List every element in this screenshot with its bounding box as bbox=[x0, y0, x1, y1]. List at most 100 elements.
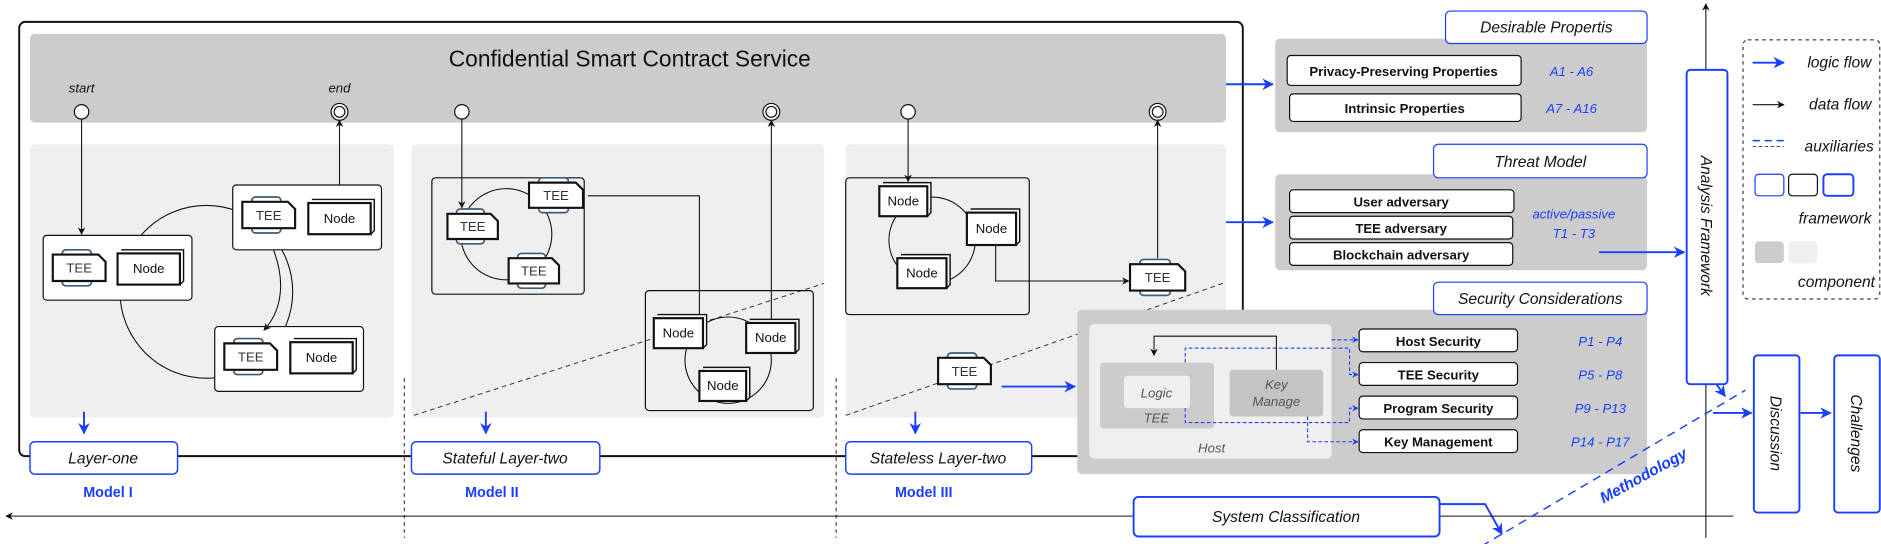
legend-framework: framework bbox=[1799, 210, 1873, 227]
node-icon: Node bbox=[289, 337, 358, 375]
node-icon: Node bbox=[965, 208, 1021, 247]
security-range: P5 - P8 bbox=[1578, 367, 1623, 382]
end-label: end bbox=[328, 81, 351, 96]
challenges-box bbox=[1833, 354, 1881, 514]
security-label: Key Management bbox=[1384, 435, 1493, 450]
discussion-label: Discussion bbox=[1767, 396, 1784, 471]
auxiliary-arrow bbox=[1307, 416, 1359, 445]
node-icon: Node bbox=[307, 198, 376, 236]
ring-arrow bbox=[263, 249, 282, 331]
logic-label: Logic bbox=[1141, 385, 1173, 400]
auxiliary-arrow bbox=[1184, 404, 1359, 424]
component-swatch bbox=[1755, 241, 1784, 264]
analysis-framework-box bbox=[1685, 68, 1729, 386]
svg-text:Node: Node bbox=[888, 193, 920, 208]
methodology-line bbox=[1483, 389, 1746, 544]
svg-text:TEE: TEE bbox=[952, 364, 978, 379]
node-icon: Node bbox=[116, 249, 185, 286]
threat-range: T1 - T3 bbox=[1553, 226, 1596, 241]
svg-text:Node: Node bbox=[906, 265, 938, 280]
model-label: Model III bbox=[895, 485, 953, 501]
tee-icon: TEE bbox=[527, 176, 585, 214]
node-icon: Node bbox=[896, 253, 951, 290]
tee-icon: TEE bbox=[51, 248, 107, 287]
security-title: Security Considerations bbox=[1458, 291, 1623, 308]
tee-icon: TEE bbox=[223, 337, 279, 376]
node-ring bbox=[684, 316, 772, 404]
logic-box bbox=[1124, 375, 1191, 409]
host-label: Host bbox=[1198, 441, 1226, 456]
svg-text:TEE: TEE bbox=[256, 208, 282, 223]
svg-text:TEE: TEE bbox=[460, 219, 486, 234]
svg-text:Node: Node bbox=[755, 330, 787, 345]
security-item bbox=[1358, 361, 1519, 386]
discussion-box bbox=[1752, 354, 1801, 514]
data-flow-arrow bbox=[995, 245, 1130, 285]
adversary-label: User adversary bbox=[1353, 195, 1449, 210]
tee-cluster bbox=[431, 177, 585, 295]
auxiliary-arrow bbox=[1184, 347, 1359, 378]
svg-text:Node: Node bbox=[976, 221, 1008, 236]
stateful-layer-box bbox=[410, 441, 601, 475]
legend bbox=[1742, 39, 1881, 300]
legend-auxiliaries: auxiliaries bbox=[1805, 138, 1874, 155]
tee-label: TEE bbox=[1144, 411, 1170, 426]
svg-text:Node: Node bbox=[663, 325, 695, 340]
start-event-icon bbox=[73, 104, 90, 120]
threat-note: active/passive bbox=[1532, 207, 1615, 222]
property-label: Privacy-Preserving Properties bbox=[1309, 64, 1497, 79]
offchain-boundary bbox=[413, 282, 825, 416]
svg-text:Node: Node bbox=[707, 378, 739, 393]
threat-title: Threat Model bbox=[1494, 154, 1586, 171]
end-event-icon bbox=[1148, 102, 1167, 121]
security-label: TEE Security bbox=[1398, 367, 1480, 382]
security-header bbox=[1432, 281, 1648, 316]
data-flow-arrow bbox=[1150, 335, 1277, 370]
svg-text:TEE: TEE bbox=[238, 349, 264, 364]
property-range: A1 - A6 bbox=[1549, 64, 1594, 79]
start-event-icon bbox=[454, 104, 470, 120]
key-manage-box bbox=[1229, 369, 1324, 417]
stateful-layer-label: Stateful Layer-two bbox=[442, 450, 568, 467]
security-range: P14 - P17 bbox=[1571, 435, 1630, 450]
legend-component: component bbox=[1798, 274, 1876, 291]
threat-header bbox=[1432, 143, 1648, 179]
security-item bbox=[1358, 395, 1519, 420]
property-item bbox=[1288, 93, 1522, 123]
node-icon: Node bbox=[698, 366, 751, 403]
svg-text:TEE: TEE bbox=[1145, 270, 1171, 285]
adversary-label: Blockchain adversary bbox=[1333, 247, 1470, 262]
framework-swatch bbox=[1822, 173, 1855, 197]
desirable-header bbox=[1444, 10, 1648, 45]
service-band bbox=[29, 33, 1227, 123]
tee-icon: TEE bbox=[1128, 258, 1187, 297]
node-icon: Node bbox=[745, 318, 800, 355]
adversary-item bbox=[1288, 242, 1514, 267]
system-classification-label: System Classification bbox=[1212, 509, 1360, 526]
svg-text:TEE: TEE bbox=[66, 261, 92, 276]
svg-text:TEE: TEE bbox=[543, 188, 569, 203]
desirable-title: Desirable Propertis bbox=[1480, 20, 1613, 37]
key-manage-label: Key bbox=[1265, 377, 1289, 392]
tee-icon: TEE bbox=[241, 196, 297, 234]
end-event-icon bbox=[330, 102, 349, 121]
security-label: Program Security bbox=[1383, 401, 1494, 416]
svg-text:Node: Node bbox=[324, 211, 356, 226]
model-label: Model II bbox=[465, 485, 519, 501]
stateless-layer-label: Stateless Layer-two bbox=[870, 450, 1007, 467]
node-icon: Node bbox=[878, 181, 932, 218]
security-item bbox=[1358, 328, 1519, 353]
property-label: Intrinsic Properties bbox=[1345, 101, 1465, 116]
legend-logic-flow: logic flow bbox=[1807, 54, 1873, 71]
tee-icon: TEE bbox=[937, 352, 992, 390]
framework-swatch bbox=[1754, 173, 1785, 197]
service-frame bbox=[18, 20, 1244, 458]
tee-icon: TEE bbox=[446, 208, 499, 245]
node-cluster bbox=[644, 289, 814, 412]
system-classification-box bbox=[1132, 495, 1441, 538]
logic-flow-arrow bbox=[1439, 503, 1503, 536]
start-label: start bbox=[69, 81, 96, 96]
layer-one-label: Layer-one bbox=[68, 450, 138, 467]
security-label: Host Security bbox=[1396, 334, 1482, 349]
